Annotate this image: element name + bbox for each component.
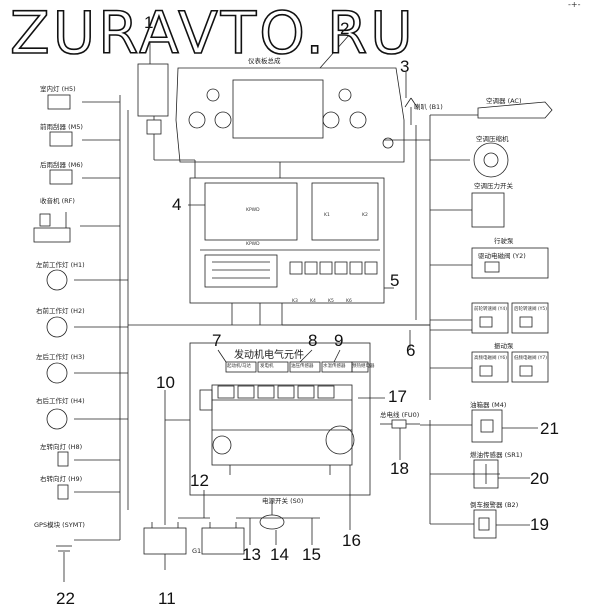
label-compressor: 空调压缩机	[476, 135, 509, 143]
label-y4: 前轮转速阀 (Y4)	[474, 307, 508, 312]
label-h1: 左前工作灯 (H1)	[36, 261, 85, 269]
label-vibration-group: 振动泵	[494, 342, 514, 350]
label-relay-k2: K2	[362, 213, 368, 218]
label-ac: 空调器 (AC)	[486, 97, 522, 105]
callout-19: 19	[530, 515, 549, 534]
label-relay-k6: K6	[346, 299, 352, 304]
label-h8: 左转向灯 (H8)	[40, 443, 83, 451]
label-engine-part-1: 起动机/马达	[227, 364, 252, 369]
callout-2: 2	[340, 19, 350, 38]
label-m6: 后雨刮器 (M6)	[40, 161, 83, 169]
callout-13: 13	[242, 545, 261, 564]
corner-mark: -+-	[568, 0, 581, 9]
watermark-text: ZURAVTO.RU	[9, 0, 416, 67]
label-engine-part-2: 发电机	[260, 364, 274, 369]
callout-6: 6	[406, 341, 416, 360]
callout-21: 21	[540, 419, 559, 438]
label-main-fuse: 总电线 (FU0)	[380, 411, 420, 419]
callout-17: 17	[388, 387, 407, 406]
label-y5: 后轮转速阀 (Y5)	[514, 307, 548, 312]
callout-7: 7	[212, 331, 222, 350]
label-relay-k3: K3	[292, 299, 298, 304]
label-dashboard: 仪表板总成	[248, 57, 281, 65]
label-symt: GPS模块 (SYMT)	[34, 521, 85, 529]
callout-5: 5	[390, 271, 400, 290]
label-engine-part-5: 预热继电器	[352, 364, 375, 369]
label-h2: 右前工作灯 (H2)	[36, 307, 85, 315]
label-m4: 油箱器 (M4)	[470, 401, 507, 409]
label-power-switch: 电源开关 (S0)	[262, 497, 304, 505]
callout-8: 8	[308, 331, 318, 350]
label-m5: 前雨刮器 (M5)	[40, 123, 83, 131]
label-relay-k4: K4	[310, 299, 316, 304]
label-g1: G1	[192, 547, 202, 555]
callout-10: 10	[156, 373, 175, 392]
callout-15: 15	[302, 545, 321, 564]
label-pressure-switch: 空调压力开关	[474, 182, 513, 190]
label-rf: 收音机 (RF)	[40, 197, 75, 205]
label-h9: 右转向灯 (H9)	[40, 475, 83, 483]
label-ecu-2: KPWD	[246, 242, 260, 247]
callout-22: 22	[56, 589, 75, 608]
label-relay-k5: K5	[328, 299, 334, 304]
label-y6: 高频电磁阀 (Y6)	[474, 356, 508, 361]
label-h4: 右后工作灯 (H4)	[36, 397, 85, 405]
label-y7: 低频电磁阀 (Y7)	[514, 356, 548, 361]
label-sr1: 燃油传感器 (SR1)	[470, 451, 523, 459]
callout-14: 14	[270, 545, 289, 564]
label-horn: 喇叭 (B1)	[414, 103, 443, 111]
callout-3: 3	[400, 57, 410, 76]
label-engine-part-3: 油压传感器	[291, 364, 314, 369]
callout-16: 16	[342, 531, 361, 550]
callout-12: 12	[190, 471, 209, 490]
callout-9: 9	[334, 331, 344, 350]
label-ecu: KPWD	[246, 208, 260, 213]
callout-4: 4	[172, 195, 182, 214]
callout-20: 20	[530, 469, 549, 488]
label-y2: 驱动电磁阀 (Y2)	[478, 252, 526, 260]
label-travel-group: 行驶泵	[494, 237, 514, 245]
callout-1: 1	[144, 13, 154, 32]
label-engine-part-4: 水温传感器	[323, 364, 346, 369]
label-h5: 室内灯 (H5)	[40, 85, 76, 93]
label-engine-title: 发动机电气元件	[234, 350, 304, 361]
callout-11: 11	[158, 589, 176, 608]
callout-18: 18	[390, 459, 409, 478]
label-h3: 左后工作灯 (H3)	[36, 353, 85, 361]
label-relay-k1: K1	[324, 213, 330, 218]
label-b2: 倒车报警器 (B2)	[470, 501, 519, 509]
